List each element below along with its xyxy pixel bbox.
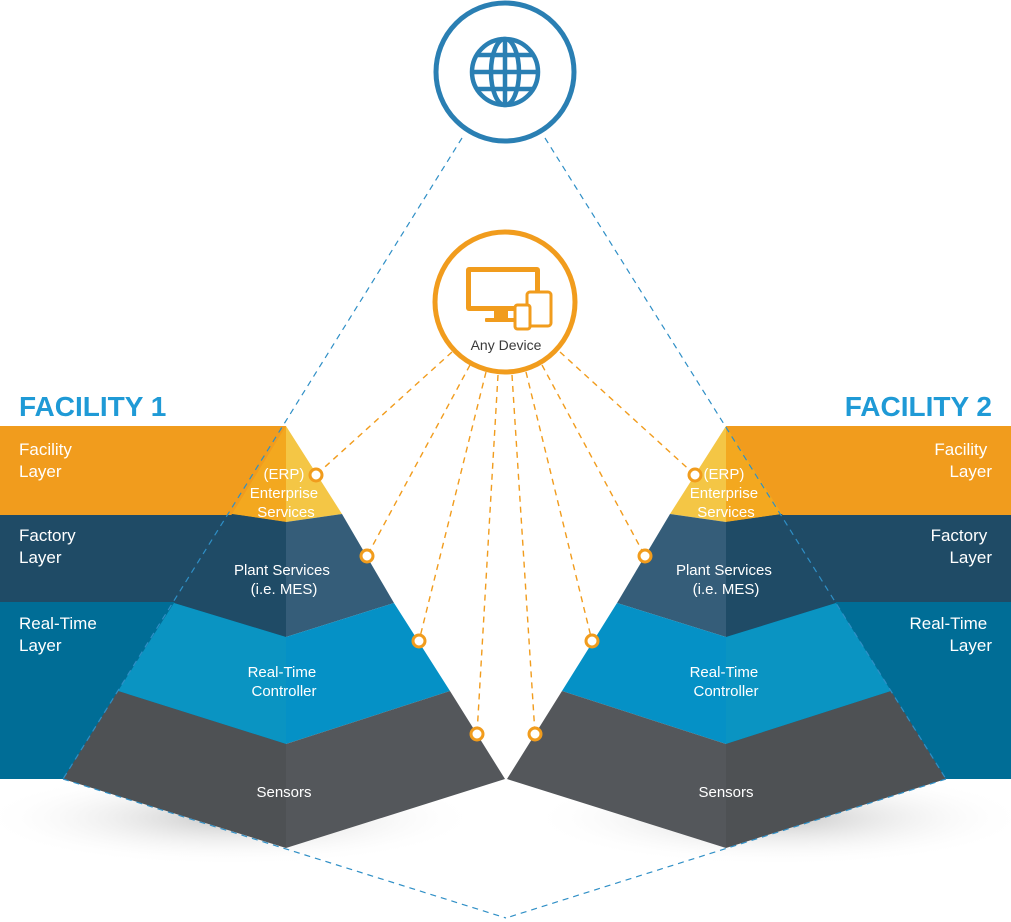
facility-layer-band xyxy=(0,426,286,515)
facility-2: FACILITY 2 Facility Layer Factory Layer … xyxy=(507,391,1011,848)
controller-label: Real-Time Controller xyxy=(248,664,321,700)
device-link-line xyxy=(525,371,593,642)
pyramid-face xyxy=(507,691,726,848)
pyramid-face xyxy=(232,426,286,522)
pyramid-face xyxy=(617,514,726,637)
realtime-layer-label: Real-Time Layer xyxy=(909,614,992,655)
device-link-line xyxy=(366,364,471,557)
pyramid-face xyxy=(174,514,286,637)
devices-icon xyxy=(466,267,553,331)
facility-title: FACILITY 1 xyxy=(19,391,166,422)
connector-nodes xyxy=(308,467,703,742)
connector-node xyxy=(469,726,485,742)
facility-layer-band xyxy=(726,426,1011,515)
device-link-line xyxy=(476,374,499,735)
facility-layer-label: Facility Layer xyxy=(934,440,992,481)
any-device-label: Any Device xyxy=(471,337,542,353)
cloud-link-line xyxy=(544,137,947,780)
pyramid-face xyxy=(562,603,726,744)
sensors-label: Sensors xyxy=(256,784,311,801)
cloud-links xyxy=(62,137,947,919)
sensors-label: Sensors xyxy=(698,784,753,801)
realtime-layer-label: Real-Time Layer xyxy=(19,614,102,655)
device-link-line xyxy=(559,351,696,476)
facility-title: FACILITY 2 xyxy=(845,391,992,422)
factory-layer-label: Factory Layer xyxy=(19,526,80,567)
pyramid-face xyxy=(286,514,394,637)
cloud-node xyxy=(433,0,577,144)
pyramid-face xyxy=(726,691,946,848)
device-link-line xyxy=(315,351,453,476)
cloud-link-line xyxy=(62,778,507,919)
controller-label: Real-Time Controller xyxy=(690,664,763,700)
globe-icon xyxy=(469,36,541,108)
plant-services-label: Plant Services (i.e. MES) xyxy=(676,562,776,598)
cloud-link-line xyxy=(62,137,463,780)
connector-node xyxy=(411,633,427,649)
connector-node xyxy=(584,633,600,649)
erp-label: (ERP) Enterprise Services xyxy=(690,466,763,521)
pyramid-face xyxy=(726,603,891,744)
plant-services-label: Plant Services (i.e. MES) xyxy=(234,562,334,598)
device-link-line xyxy=(511,374,536,735)
pyramid-face xyxy=(286,603,450,744)
connector-node xyxy=(527,726,543,742)
connector-node xyxy=(687,467,703,483)
connector-node xyxy=(308,467,324,483)
facility-1: FACILITY 1 Facility Layer Factory Layer … xyxy=(0,391,505,848)
device-node: Any Device xyxy=(432,229,578,375)
factory-layer-label: Factory Layer xyxy=(931,526,993,567)
device-link-line xyxy=(418,371,487,642)
pyramid-face xyxy=(118,603,286,744)
connector-node xyxy=(637,548,653,564)
pyramid-face xyxy=(726,514,836,637)
device-links xyxy=(315,351,696,735)
erp-label: (ERP) Enterprise Services xyxy=(250,466,323,521)
device-link-line xyxy=(541,364,646,557)
pyramid-face xyxy=(63,691,286,848)
facility-layer-label: Facility Layer xyxy=(19,440,77,481)
pyramid-face xyxy=(286,691,505,848)
connector-node xyxy=(359,548,375,564)
